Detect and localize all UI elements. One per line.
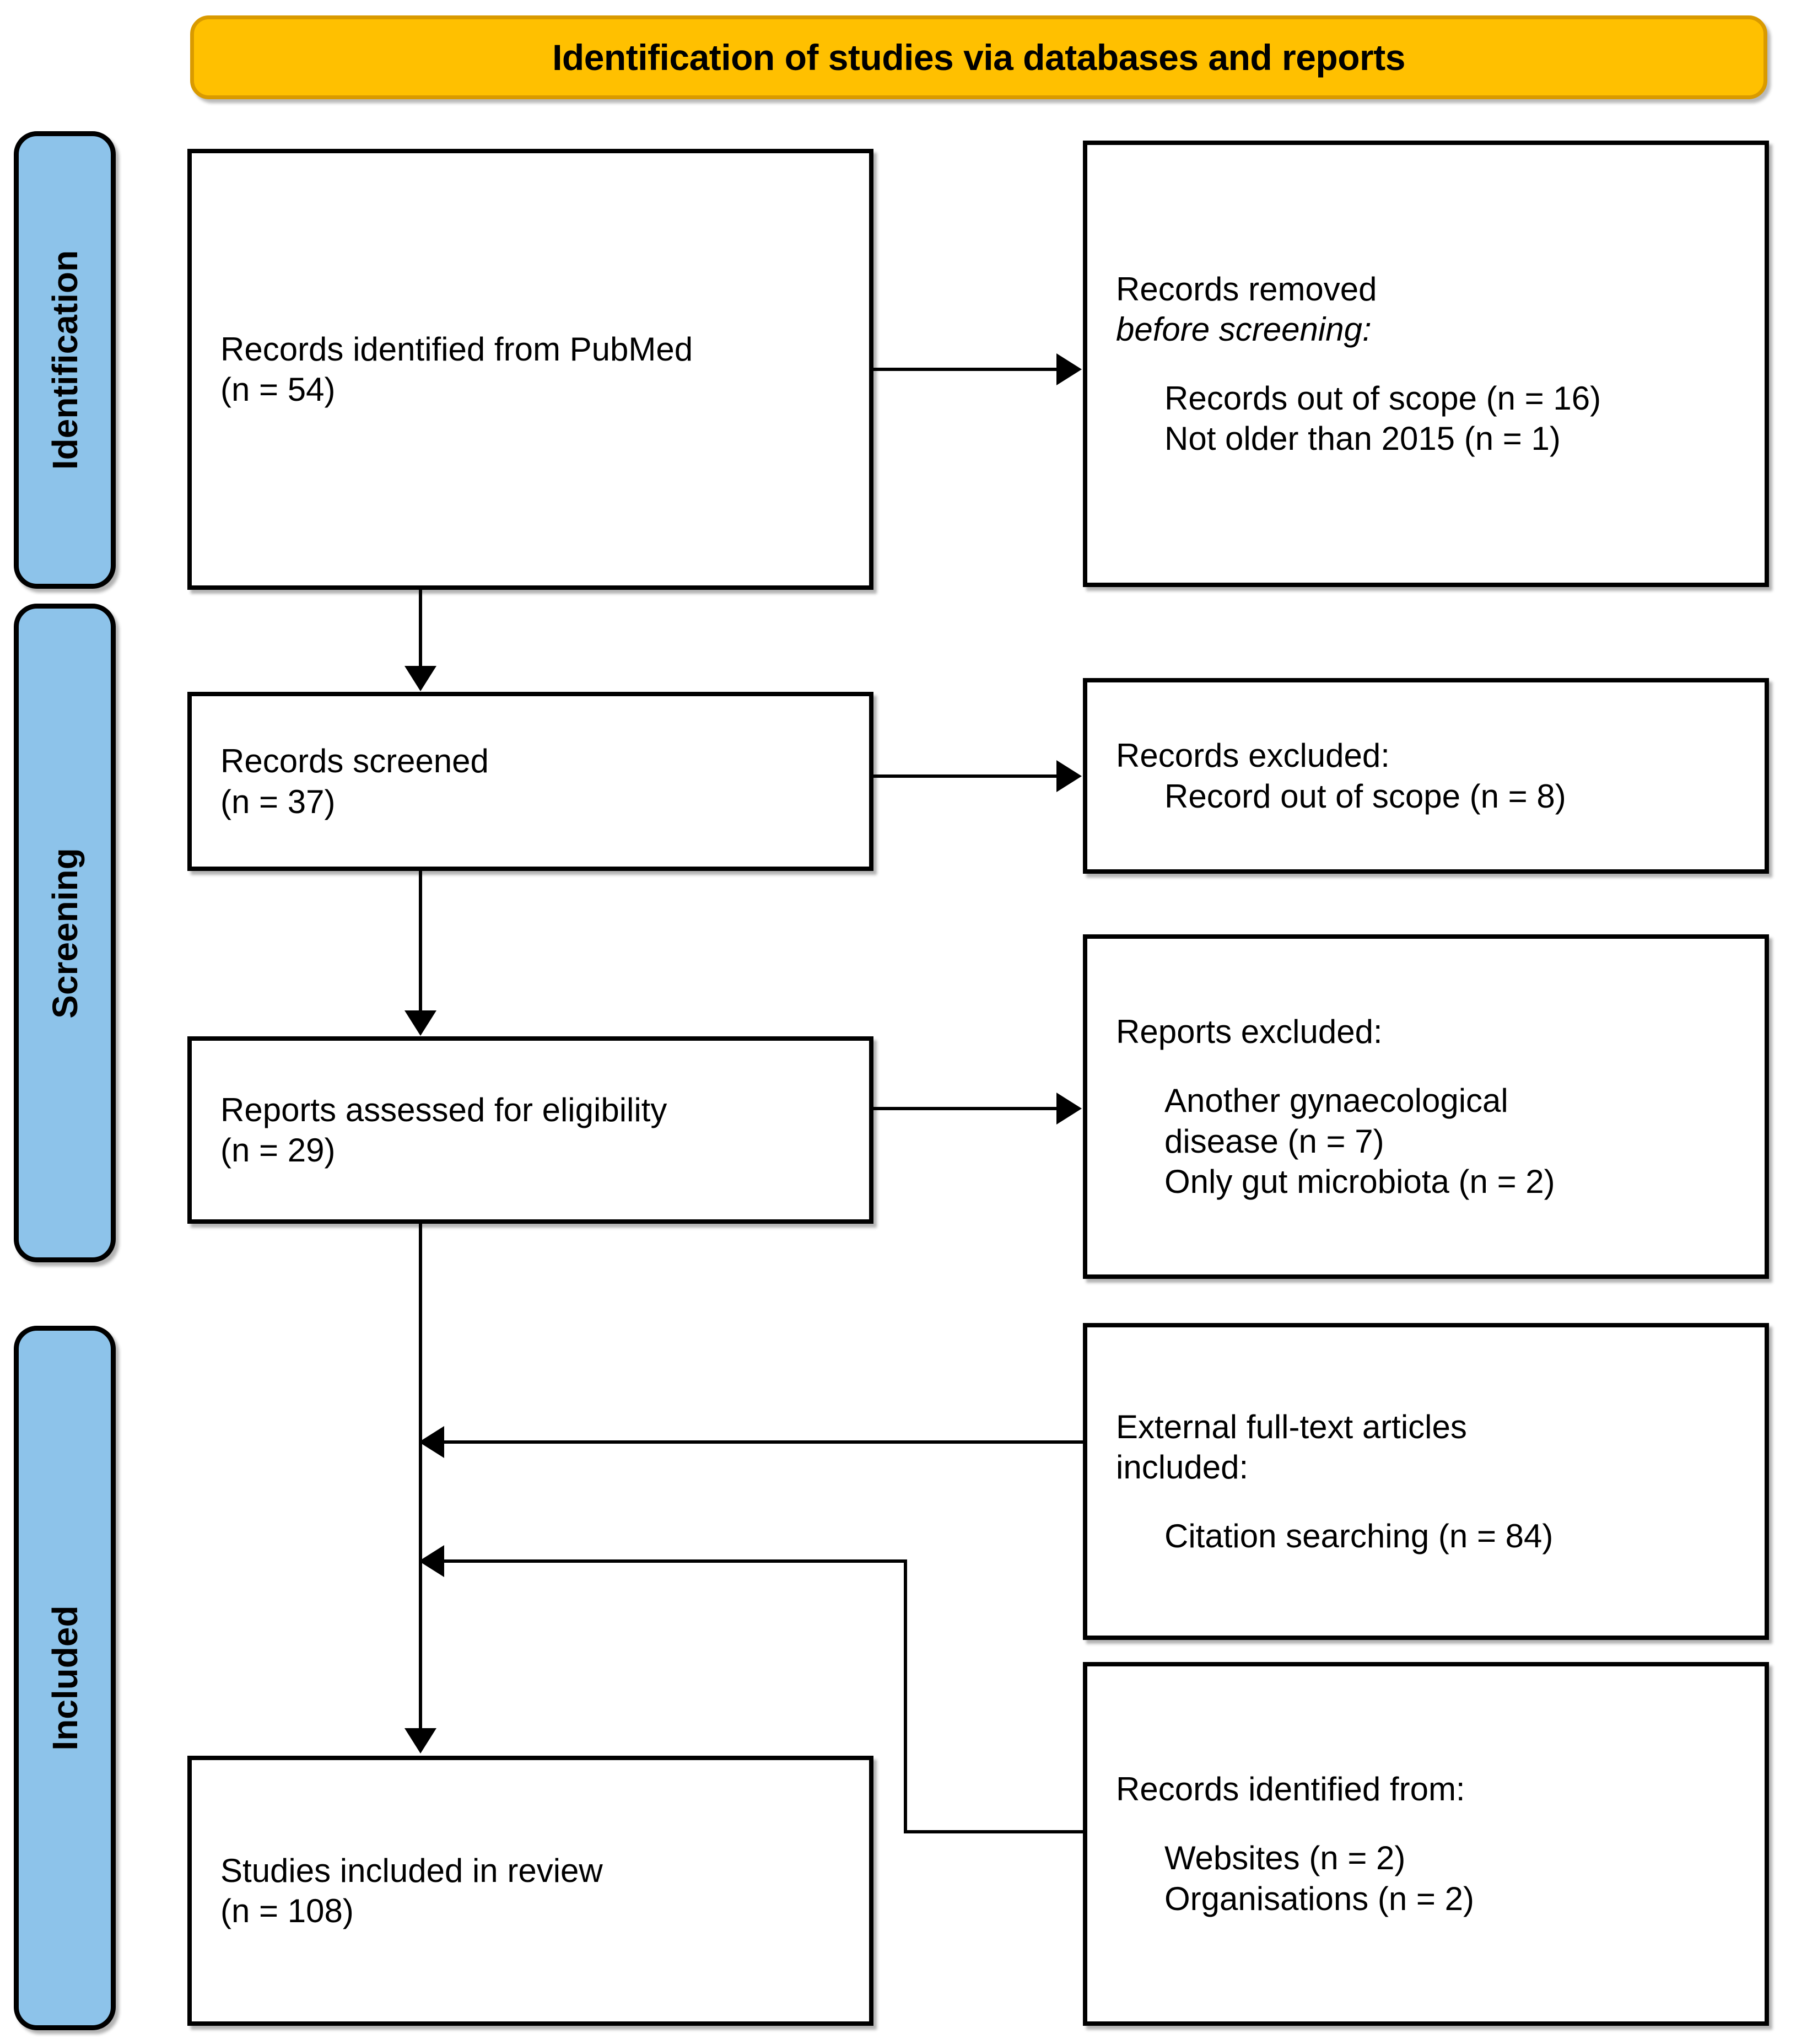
- box-list-item: Websites (n = 2): [1164, 1839, 1406, 1877]
- box-records-identified-from-other-sources: Records identified from: Websites (n = 2…: [1083, 1662, 1769, 2026]
- box-list-item: Citation searching (n = 84): [1164, 1518, 1554, 1555]
- box-list-item: Organisations (n = 2): [1164, 1880, 1474, 1917]
- arrowhead-eligibility-to-included: [404, 1728, 436, 1753]
- connector-elbow-to-spine: [444, 1559, 907, 1563]
- box-line: (n = 108): [220, 1892, 354, 1929]
- box-line: Reports assessed for eligibility: [220, 1091, 667, 1128]
- arrowhead-identified-to-screened: [404, 666, 436, 691]
- box-line: (n = 54): [220, 371, 336, 408]
- connector-identified-to-screened: [419, 590, 422, 667]
- box-list-item: Only gut microbiota (n = 2): [1164, 1163, 1555, 1200]
- box-line: Records identified from:: [1116, 1771, 1465, 1808]
- connector-external-to-spine: [444, 1440, 1085, 1444]
- box-list-item: Not older than 2015 (n = 1): [1164, 420, 1561, 458]
- arrowhead-external-to-spine: [419, 1426, 444, 1458]
- arrowhead-other-sources-to-spine: [419, 1545, 444, 1577]
- box-list-item: disease (n = 7): [1164, 1122, 1384, 1160]
- connector-identified-to-removed: [873, 368, 1056, 371]
- box-records-screened: Records screened (n = 37): [187, 692, 873, 871]
- connector-eligibility-to-reports-excluded: [873, 1107, 1056, 1110]
- box-line: Records screened: [220, 743, 489, 780]
- connector-screened-to-eligibility: [419, 871, 422, 1012]
- stage-label-screening: Screening: [45, 847, 85, 1019]
- box-line-emphasis: before screening:: [1116, 310, 1372, 348]
- connector-other-sources-elbow-vertical: [904, 1559, 907, 1833]
- box-list-item: Another gynaecological: [1164, 1082, 1508, 1120]
- spacer: [1087, 1487, 1765, 1516]
- box-records-excluded: Records excluded: Record out of scope (n…: [1083, 678, 1769, 874]
- spacer: [1087, 1809, 1765, 1838]
- diagram-header-banner: Identification of studies via databases …: [190, 15, 1767, 99]
- stage-label-identification: Identification: [45, 250, 85, 470]
- arrowhead-identified-to-removed: [1056, 353, 1082, 385]
- arrowhead-screened-to-records-excluded: [1056, 760, 1082, 792]
- arrowhead-eligibility-to-reports-excluded: [1056, 1093, 1082, 1125]
- stage-tab-identification: Identification: [14, 131, 116, 589]
- box-line: Records identified from PubMed: [220, 330, 693, 368]
- connector-eligibility-to-included-spine: [419, 1224, 422, 1731]
- stage-label-included: Included: [45, 1605, 85, 1751]
- connector-screened-to-records-excluded: [873, 774, 1056, 778]
- box-line: Records removed: [1116, 270, 1377, 308]
- box-line: External full-text articles: [1116, 1408, 1467, 1445]
- box-reports-assessed-for-eligibility: Reports assessed for eligibility (n = 29…: [187, 1036, 873, 1224]
- stage-tab-screening: Screening: [14, 604, 116, 1262]
- box-line: Reports excluded:: [1116, 1013, 1383, 1051]
- arrowhead-screened-to-eligibility: [404, 1010, 436, 1036]
- spacer: [1087, 1052, 1765, 1080]
- box-list-item: Records out of scope (n = 16): [1164, 380, 1601, 417]
- box-line: Records excluded:: [1116, 737, 1390, 774]
- box-line: included:: [1116, 1448, 1249, 1486]
- stage-tab-included: Included: [14, 1326, 116, 2030]
- diagram-title: Identification of studies via databases …: [552, 37, 1405, 78]
- spacer: [1087, 349, 1765, 378]
- box-line: (n = 29): [220, 1132, 336, 1169]
- connector-other-sources-to-elbow: [904, 1830, 1085, 1833]
- box-studies-included-in-review: Studies included in review (n = 108): [187, 1756, 873, 2026]
- box-list-item: Record out of scope (n = 8): [1164, 777, 1566, 815]
- box-records-removed-before-screening: Records removed before screening: Record…: [1083, 141, 1769, 587]
- box-external-full-text-articles-included: External full-text articles included: Ci…: [1083, 1323, 1769, 1640]
- box-line: (n = 37): [220, 783, 336, 820]
- box-reports-excluded: Reports excluded: Another gynaecological…: [1083, 934, 1769, 1279]
- box-records-identified-from-pubmed: Records identified from PubMed (n = 54): [187, 149, 873, 590]
- box-line: Studies included in review: [220, 1852, 603, 1889]
